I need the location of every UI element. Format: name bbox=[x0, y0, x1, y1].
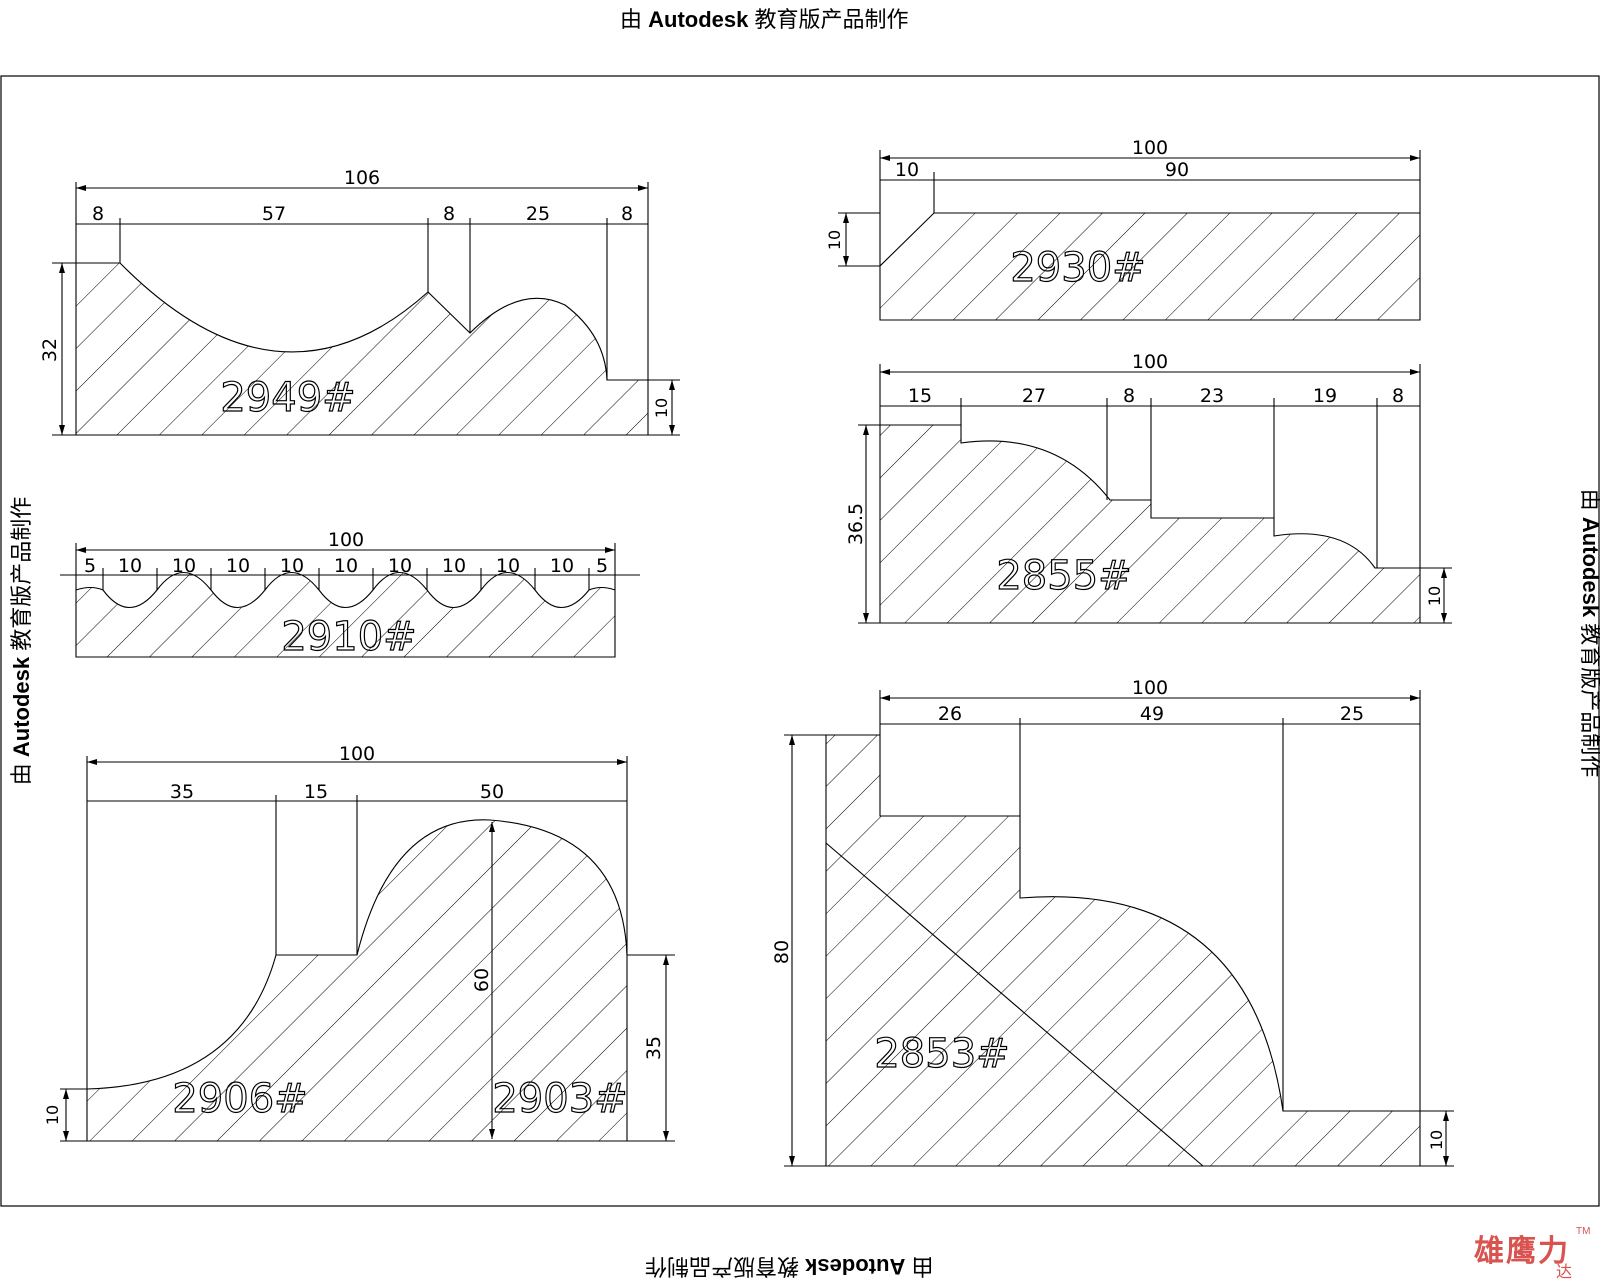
dim-text-2949-height: 32 bbox=[39, 338, 61, 362]
label-2853: 2853# bbox=[874, 1031, 1009, 1077]
dim-text-2906-right: 35 bbox=[643, 1036, 665, 1060]
profile-2949 bbox=[52, 182, 680, 436]
dim-text-2910-seg-7: 10 bbox=[442, 555, 466, 577]
dim-text-2910-seg-9: 10 bbox=[550, 555, 574, 577]
profile-2930 bbox=[838, 150, 1421, 321]
dim-text-2853-seg-0: 26 bbox=[938, 703, 962, 725]
brand-trademark: TM bbox=[1576, 1226, 1591, 1237]
dim-text-2930-seg-0: 10 bbox=[895, 159, 919, 181]
dim-text-2930-overall: 100 bbox=[1132, 137, 1168, 159]
section-2855 bbox=[879, 424, 1421, 624]
dim-text-2910-seg-3: 10 bbox=[226, 555, 250, 577]
dim-text-2949-step: 10 bbox=[652, 398, 671, 418]
dim-text-2855-seg-3: 23 bbox=[1200, 385, 1224, 407]
section-2853 bbox=[825, 734, 1421, 1167]
dim-text-2910-overall: 100 bbox=[328, 529, 364, 551]
label-2906: 2906# bbox=[172, 1076, 307, 1122]
dim-text-2949-seg-1: 57 bbox=[262, 203, 286, 225]
watermark-right: 由 Autodesk 教育版产品制作 bbox=[1578, 489, 1600, 778]
dim-text-2949-seg-0: 8 bbox=[92, 203, 104, 225]
dim-text-2906-seg-2: 50 bbox=[480, 781, 504, 803]
dim-text-2855-seg-1: 27 bbox=[1022, 385, 1046, 407]
dim-text-2853-overall: 100 bbox=[1132, 677, 1168, 699]
label-2949: 2949# bbox=[220, 375, 355, 421]
dim-text-2910-seg-10: 5 bbox=[596, 555, 608, 577]
dim-text-2949-overall: 106 bbox=[344, 167, 380, 189]
label-2930: 2930# bbox=[1010, 245, 1145, 291]
label-2855: 2855# bbox=[996, 553, 1131, 599]
profile-2853 bbox=[784, 690, 1454, 1167]
section-2910 bbox=[75, 572, 616, 658]
brand-logo: 雄鹰力 bbox=[1474, 1234, 1570, 1269]
dim-text-2930-seg-1: 90 bbox=[1165, 159, 1189, 181]
dim-text-2855-seg-2: 8 bbox=[1123, 385, 1135, 407]
dim-text-2949-seg-3: 25 bbox=[526, 203, 550, 225]
watermark-bottom: 由 Autodesk 教育版产品制作 bbox=[645, 1254, 934, 1279]
dim-text-2855-seg-5: 8 bbox=[1392, 385, 1404, 407]
dim-text-2855-overall: 100 bbox=[1132, 351, 1168, 373]
dim-text-2853-height: 80 bbox=[771, 940, 793, 964]
diagonal-2853 bbox=[825, 842, 1204, 1167]
watermark-top: 由 Autodesk 教育版产品制作 bbox=[620, 7, 909, 32]
profile-2906-2903 bbox=[60, 756, 675, 1142]
dim-text-2855-seg-0: 15 bbox=[908, 385, 932, 407]
dim-text-2910-seg-6: 10 bbox=[388, 555, 412, 577]
dim-text-2853-seg-1: 49 bbox=[1140, 703, 1164, 725]
watermark-left: 由 Autodesk 教育版产品制作 bbox=[9, 496, 34, 786]
profile-2855 bbox=[858, 364, 1452, 624]
dim-text-2949-seg-2: 8 bbox=[443, 203, 455, 225]
dim-text-2855-height: 36.5 bbox=[845, 503, 867, 545]
dim-text-2906-left: 10 bbox=[43, 1105, 62, 1125]
dim-text-2906-overall: 100 bbox=[339, 743, 375, 765]
section-2930 bbox=[879, 212, 1421, 321]
dim-text-2910-seg-5: 10 bbox=[334, 555, 358, 577]
dim-text-2910-seg-4: 10 bbox=[280, 555, 304, 577]
section-2949 bbox=[75, 262, 649, 436]
profile-2910 bbox=[60, 543, 640, 658]
dim-text-2910-seg-2: 10 bbox=[172, 555, 196, 577]
label-2903: 2903# bbox=[492, 1076, 627, 1122]
dim-text-2910-seg-8: 10 bbox=[496, 555, 520, 577]
sheet-border bbox=[0, 75, 1600, 1207]
dim-text-2906-seg-0: 35 bbox=[170, 781, 194, 803]
dim-text-2906-height: 60 bbox=[471, 968, 493, 992]
dim-text-2853-step: 10 bbox=[1427, 1130, 1446, 1150]
dim-text-2949-seg-4: 8 bbox=[621, 203, 633, 225]
dim-text-2853-seg-2: 25 bbox=[1340, 703, 1364, 725]
dim-text-2855-step: 10 bbox=[1425, 586, 1444, 606]
dim-text-2910-seg-1: 10 bbox=[118, 555, 142, 577]
brand-logo-sub: 达 bbox=[1556, 1262, 1573, 1281]
dim-text-2906-seg-1: 15 bbox=[304, 781, 328, 803]
label-2910: 2910# bbox=[281, 614, 416, 660]
dim-text-2910-seg-0: 5 bbox=[84, 555, 96, 577]
dim-text-2930-height: 10 bbox=[825, 230, 844, 250]
dim-text-2855-seg-4: 19 bbox=[1313, 385, 1337, 407]
